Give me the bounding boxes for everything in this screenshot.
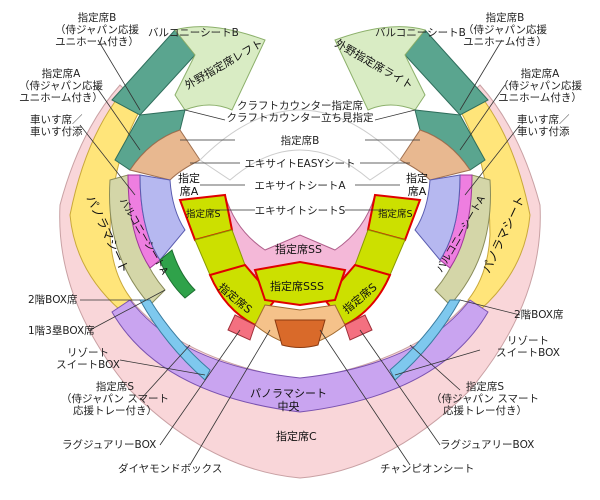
section-shitei-b-left[interactable] (129, 129, 201, 181)
label-shitei-b-center: 指定席B (280, 135, 320, 147)
label-panorama-center: パノラマシート 中央 (250, 387, 327, 413)
label-box2-left: 2階BOX席 (28, 294, 78, 306)
label-shitei-sss: 指定席SSS (270, 280, 324, 293)
section-shitei-b-right[interactable] (399, 129, 471, 181)
label-shitei-b-left: 指定席B （侍ジャパン応援 ユニホーム付き） (55, 12, 139, 48)
section-outfield-left[interactable] (174, 26, 266, 111)
label-shitei-s-inner-left: 指定席S (186, 209, 221, 220)
section-luxury-left[interactable] (227, 314, 256, 341)
section-shitei-sss[interactable] (253, 260, 347, 307)
label-box1-3b: 1階3塁BOX席 (28, 325, 95, 337)
leader-lines (79, 39, 521, 466)
section-box1-3b[interactable] (159, 249, 196, 299)
label-shitei-s-left-out: 指定席S （侍ジャパン スマート 応援トレー付き） (60, 381, 170, 417)
section-panorama-center[interactable] (111, 299, 489, 413)
label-balcony-b-left: バルコニーシートB (148, 27, 239, 39)
label-champion: チャンピオンシート (380, 463, 475, 475)
label-shitei-a-right: 指定席A （侍ジャパン応援 ユニホーム付き） (498, 68, 582, 104)
label-craft-counter: クラフトカウンター指定席 クラフトカウンター立ち見指定 (226, 100, 374, 124)
label-diamond: ダイヤモンドボックス (118, 463, 223, 475)
label-resort-right: リゾート スイートBOX (496, 335, 560, 359)
label-exciting-easy: エキサイトEASYシート (244, 158, 356, 170)
label-shitei-s-inner-right: 指定席S (378, 209, 413, 220)
label-shitei-c: 指定席C (276, 430, 317, 443)
label-luxury-left: ラグジュアリーBOX (62, 439, 157, 451)
section-resort-left[interactable] (139, 299, 211, 381)
label-exciting-s: エキサイトシートS (254, 205, 346, 217)
label-shitei-s-right-out: 指定席S （侍ジャパン スマート 応援トレー付き） (430, 381, 540, 417)
label-shitei-a-left: 指定席A （侍ジャパン応援 ユニホーム付き） (19, 68, 103, 104)
label-shitei-b-right: 指定席B （侍ジャパン応援 ユニホーム付き） (463, 12, 547, 48)
label-shitei-a-inner-right: 指定 席A (406, 172, 428, 198)
label-shitei-a-inner-left: 指定 席A (178, 172, 200, 198)
label-shitei-ss: 指定席SS (275, 243, 322, 256)
label-wheelchair-left: 車いす席／ 車いす付添 (30, 114, 83, 138)
field (199, 109, 401, 181)
section-outfield-right[interactable] (334, 26, 426, 111)
label-exciting-a: エキサイトシートA (254, 180, 346, 192)
section-champion[interactable] (274, 319, 326, 348)
label-box2-right: 2階BOX席 (514, 309, 564, 321)
label-luxury-right: ラグジュアリーBOX (440, 439, 535, 451)
label-balcony-b-right: バルコニーシートB (375, 27, 466, 39)
section-resort-right[interactable] (389, 299, 461, 381)
section-shitei-a-right[interactable] (414, 174, 461, 261)
label-resort-left: リゾート スイートBOX (56, 347, 120, 371)
section-luxury-right[interactable] (344, 314, 373, 341)
label-wheelchair-right: 車いす席／ 車いす付添 (517, 114, 570, 138)
